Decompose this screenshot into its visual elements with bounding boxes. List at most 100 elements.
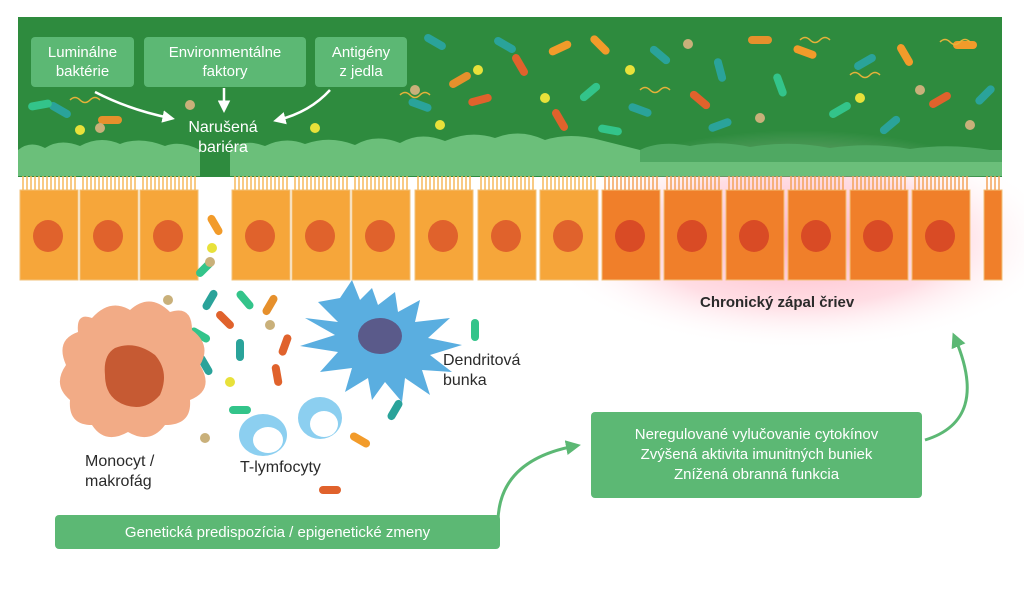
bacterium bbox=[793, 45, 817, 59]
flagellum bbox=[399, 91, 431, 99]
flagellum bbox=[69, 96, 101, 104]
bacterium bbox=[628, 103, 652, 117]
bacterium bbox=[424, 34, 446, 50]
cell-nucleus bbox=[739, 220, 769, 252]
cell-nucleus bbox=[365, 220, 395, 252]
bacterium bbox=[929, 92, 951, 108]
mucus-layer bbox=[18, 133, 1002, 176]
antigen-particle bbox=[435, 120, 445, 130]
bacterium bbox=[387, 399, 403, 421]
antigen-particle bbox=[683, 39, 693, 49]
antigen-particle bbox=[225, 377, 235, 387]
antigen-particle bbox=[540, 93, 550, 103]
bacterium bbox=[271, 364, 283, 386]
epithelial-cell bbox=[351, 176, 411, 281]
t-lymphocytes-label: T-lymfocyty bbox=[240, 458, 321, 478]
bacterium bbox=[28, 99, 52, 111]
antigen-particle bbox=[473, 65, 483, 75]
effects-line-cytokines: Neregulované vylučovanie cytokínov bbox=[634, 426, 879, 443]
luminal-bacteria-box: Luminálne baktérie bbox=[31, 37, 134, 87]
arrow-antigens-to-barrier bbox=[273, 89, 331, 125]
disrupted-barrier-label: Narušená bariéra bbox=[168, 118, 278, 158]
cell-nucleus bbox=[677, 220, 707, 252]
epithelial-cell bbox=[725, 176, 785, 281]
bacterium bbox=[708, 118, 732, 132]
dendritic-cell-line2: bunka bbox=[443, 372, 487, 389]
epithelial-cell bbox=[539, 176, 599, 281]
bacterium bbox=[349, 432, 371, 448]
bacterium bbox=[897, 44, 913, 66]
cell-nucleus bbox=[305, 220, 335, 252]
epithelial-cell bbox=[19, 176, 79, 281]
mucus-layer-right bbox=[640, 143, 1002, 162]
bacterium bbox=[512, 54, 528, 76]
cell-nucleus bbox=[863, 220, 893, 252]
bacterium bbox=[748, 36, 772, 44]
flagellum bbox=[939, 38, 971, 46]
bacterium bbox=[649, 45, 671, 65]
flagellum bbox=[639, 86, 671, 94]
bacterium bbox=[207, 214, 223, 236]
epithelial-cell bbox=[79, 176, 139, 281]
arrow-genetic-to-effects bbox=[496, 440, 581, 521]
cell-nucleus bbox=[801, 220, 831, 252]
epithelial-cell bbox=[849, 176, 909, 281]
epithelial-cell bbox=[911, 176, 971, 281]
cell-nucleus bbox=[925, 220, 955, 252]
effects-line-defense: Znížená obranná funkcia bbox=[673, 466, 840, 483]
antigen-particle bbox=[185, 100, 195, 110]
bacterium bbox=[236, 339, 244, 361]
bacterium bbox=[829, 102, 851, 118]
dendritic-cell-label: Dendritová bunka bbox=[443, 351, 520, 391]
bacterium bbox=[548, 40, 572, 56]
flagellum bbox=[849, 71, 881, 79]
bacterium bbox=[189, 327, 211, 343]
antigen-particle bbox=[755, 113, 765, 123]
antigen-particle bbox=[95, 123, 105, 133]
antigen-particle bbox=[310, 123, 320, 133]
t-lymphocyte-2 bbox=[298, 397, 342, 439]
macrophage-nucleus bbox=[104, 345, 164, 408]
antigen-particle bbox=[855, 93, 865, 103]
cell-nucleus bbox=[245, 220, 275, 252]
food-antigens-line2: z jedla bbox=[339, 63, 383, 80]
monocyte-line1: Monocyt / bbox=[85, 453, 155, 470]
epithelial-cell bbox=[477, 176, 537, 281]
food-antigens-box: Antigény z jedla bbox=[315, 37, 407, 87]
epithelial-cell bbox=[787, 176, 847, 281]
bacterium bbox=[713, 58, 727, 82]
antigen-particle bbox=[207, 243, 217, 253]
bacterium bbox=[590, 35, 610, 55]
antigen-particle bbox=[965, 120, 975, 130]
dendritic-cell-line1: Dendritová bbox=[443, 352, 521, 369]
bacterium bbox=[229, 406, 251, 414]
antigen-particle bbox=[205, 257, 215, 267]
epithelial-cell bbox=[983, 176, 1003, 281]
antigen-particle bbox=[75, 125, 85, 135]
bacterium bbox=[471, 319, 479, 341]
luminal-bacteria-line1: Luminálne bbox=[47, 44, 118, 61]
arrow-luminal-to-barrier bbox=[94, 90, 175, 123]
chronic-inflammation-text: Chronický zápal čriev bbox=[700, 294, 855, 311]
environmental-factors-line2: faktory bbox=[202, 63, 248, 80]
cell-nucleus bbox=[491, 220, 521, 252]
food-antigens-line1: Antigény bbox=[331, 44, 391, 61]
bacterium bbox=[689, 90, 711, 110]
monocyte-label: Monocyt / makrofág bbox=[85, 452, 154, 492]
antigen-particle bbox=[163, 295, 173, 305]
bacterium bbox=[202, 289, 218, 311]
bacterium bbox=[319, 486, 341, 494]
epithelial-cell bbox=[231, 176, 291, 281]
monocyte-line2: makrofág bbox=[85, 473, 152, 490]
antigen-particle bbox=[625, 65, 635, 75]
disrupted-barrier-line1: Narušená bbox=[188, 119, 258, 136]
disrupted-barrier-line2: bariéra bbox=[198, 139, 248, 156]
epithelial-cell bbox=[291, 176, 351, 281]
cell-nucleus bbox=[93, 220, 123, 252]
bacterium bbox=[236, 290, 254, 310]
bacterium bbox=[216, 311, 234, 329]
dendritic-cell bbox=[300, 280, 462, 402]
antigen-particle bbox=[915, 85, 925, 95]
bacterium bbox=[468, 93, 492, 107]
effects-box: Neregulované vylučovanie cytokínov Zvýše… bbox=[591, 412, 922, 498]
